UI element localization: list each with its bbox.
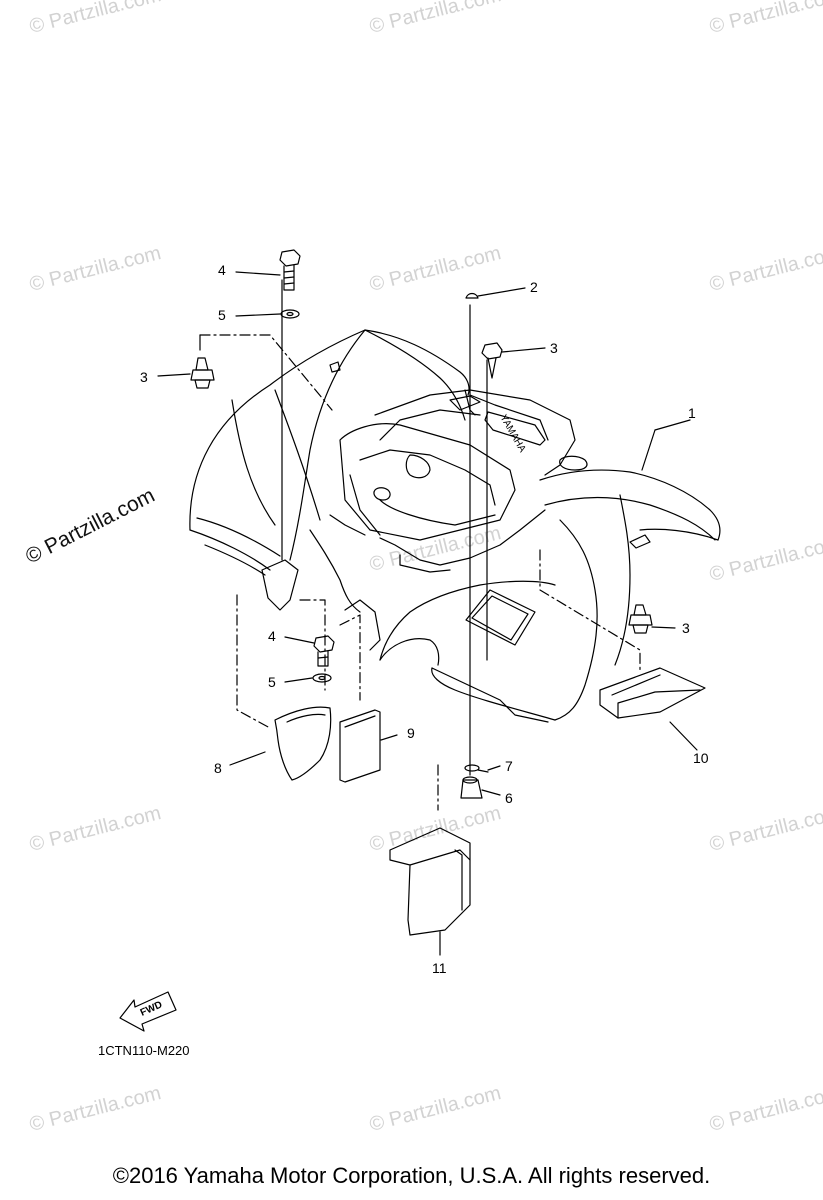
assembly-lines xyxy=(199,279,641,811)
clip-part-7 xyxy=(464,764,489,773)
guard-part-10 xyxy=(599,667,706,719)
leader-lines xyxy=(157,271,698,956)
callout-11: 11 xyxy=(432,960,447,976)
callout-7: 7 xyxy=(505,758,513,774)
callout-1: 1 xyxy=(688,405,696,421)
clip-part-3-right xyxy=(628,604,653,634)
callout-5: 5 xyxy=(218,307,226,323)
cap-part-2 xyxy=(465,292,479,299)
callout-10: 10 xyxy=(693,750,709,766)
diagram-code: 1CTN110-M220 xyxy=(98,1043,190,1058)
copyright-notice: ©2016 Yamaha Motor Corporation, U.S.A. A… xyxy=(112,1163,711,1188)
bolt-part-4-lower xyxy=(313,635,335,667)
callout-5: 5 xyxy=(268,674,276,690)
callout-9: 9 xyxy=(407,725,415,741)
callout-3: 3 xyxy=(550,340,558,356)
callout-2: 2 xyxy=(530,279,538,295)
mud-flap-part-8 xyxy=(274,706,332,781)
bolt-part-4-upper xyxy=(279,249,301,291)
callout-3: 3 xyxy=(140,369,148,385)
clip-part-3-left xyxy=(190,357,215,389)
callout-3: 3 xyxy=(682,620,690,636)
callout-6: 6 xyxy=(505,790,513,806)
fwd-arrow-icon xyxy=(119,991,177,1032)
nut-part-6 xyxy=(460,776,483,799)
guard-part-11 xyxy=(389,827,471,936)
washer-part-5-upper xyxy=(280,309,300,319)
panel-part-9 xyxy=(339,709,381,783)
callout-4: 4 xyxy=(218,262,226,278)
callout-8: 8 xyxy=(214,760,222,776)
clip-part-3-center xyxy=(481,342,503,379)
callout-4: 4 xyxy=(268,628,276,644)
washer-part-5-lower xyxy=(312,673,332,683)
